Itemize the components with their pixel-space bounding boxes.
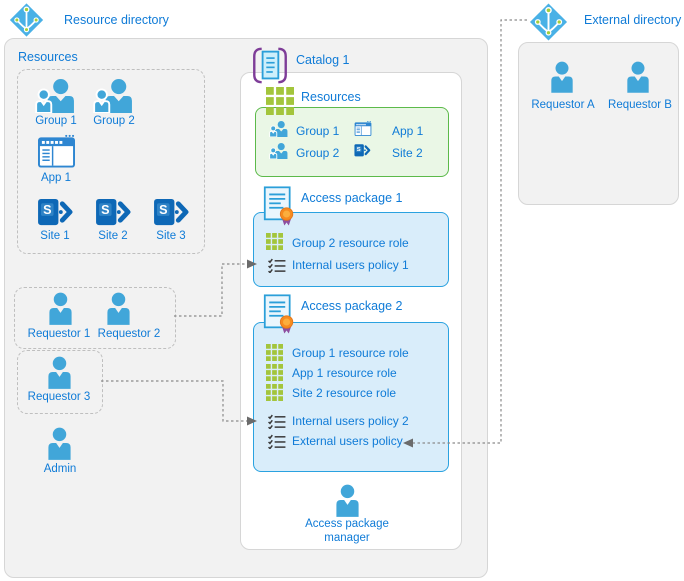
resource-grid-icon (266, 233, 283, 250)
catalog-group-1-label: Group 1 (296, 124, 340, 138)
person-icon (549, 60, 575, 94)
package2-row-site2-role: Site 2 resource role (292, 386, 397, 400)
package2-row-internal-policy2: Internal users policy 2 (292, 414, 409, 428)
person-icon (46, 355, 73, 390)
site-1-label: Site 1 (40, 230, 70, 242)
requestor-1-label: Requestor 1 (27, 328, 91, 340)
package1-row-internal-policy1: Internal users policy 1 (292, 258, 409, 272)
catalog-resources-title: Resources (301, 90, 361, 104)
requestor-b-label: Requestor B (608, 99, 672, 111)
sharepoint-site-icon (153, 197, 190, 228)
catalog-resources-green-box (255, 107, 449, 177)
person-icon (105, 291, 132, 326)
sharepoint-site-icon (95, 197, 132, 228)
catalog-title: Catalog 1 (296, 53, 350, 67)
requestor-a-label: Requestor A (531, 99, 595, 111)
app-window-icon (38, 134, 75, 168)
resource-grid-icon (266, 344, 283, 361)
package2-row-app1-role: App 1 resource role (292, 366, 397, 380)
resource-grid-icon (266, 87, 294, 115)
package2-row-external-policy: External users policy (292, 434, 403, 448)
person-icon (625, 60, 651, 94)
policy-checklist-icon (268, 414, 286, 429)
requestor-3-label: Requestor 3 (27, 391, 91, 403)
policy-checklist-icon (268, 434, 286, 449)
access-package-icon (263, 294, 295, 334)
group-1-label: Group 1 (35, 115, 77, 127)
group-icon (93, 79, 135, 113)
azure-ad-icon (9, 2, 44, 38)
catalog-icon (249, 47, 291, 84)
group-icon (269, 143, 289, 159)
access-package-icon (263, 186, 295, 226)
person-icon (47, 291, 74, 326)
access-package-manager-label-line2: manager (324, 532, 370, 544)
group-2-label: Group 2 (93, 115, 135, 127)
person-icon (334, 483, 361, 518)
app-window-icon (354, 121, 372, 136)
group-icon (35, 79, 77, 113)
external-directory-box (518, 42, 679, 205)
site-2-label: Site 2 (98, 230, 128, 242)
resource-grid-icon (266, 364, 283, 381)
group-icon (269, 121, 289, 137)
requestor-2-label: Requestor 2 (97, 328, 161, 340)
site-3-label: Site 3 (156, 230, 186, 242)
access-package-1-title: Access package 1 (301, 191, 403, 205)
catalog-app-1-label: App 1 (392, 124, 424, 138)
person-icon (46, 426, 73, 461)
resources-panel-title: Resources (18, 50, 78, 64)
access-package-manager-label-line1: Access package (305, 518, 389, 530)
access-package-2-title: Access package 2 (301, 299, 403, 313)
sharepoint-site-icon (37, 197, 74, 228)
resource-directory-title: Resource directory (64, 13, 169, 27)
requestors-1-2-dashed-box (14, 287, 176, 349)
azure-ad-icon (529, 2, 568, 42)
app-1-label: App 1 (40, 172, 72, 184)
sharepoint-site-icon (354, 143, 371, 158)
package1-row-group2-role: Group 2 resource role (292, 236, 409, 250)
resources-dashed-box (17, 69, 205, 254)
catalog-group-2-label: Group 2 (296, 146, 340, 160)
policy-checklist-icon (268, 258, 286, 273)
catalog-site-2-label: Site 2 (392, 146, 423, 160)
resource-grid-icon (266, 384, 283, 401)
package2-row-group1-role: Group 1 resource role (292, 346, 409, 360)
admin-label: Admin (43, 463, 77, 475)
external-directory-title: External directory (584, 13, 682, 27)
